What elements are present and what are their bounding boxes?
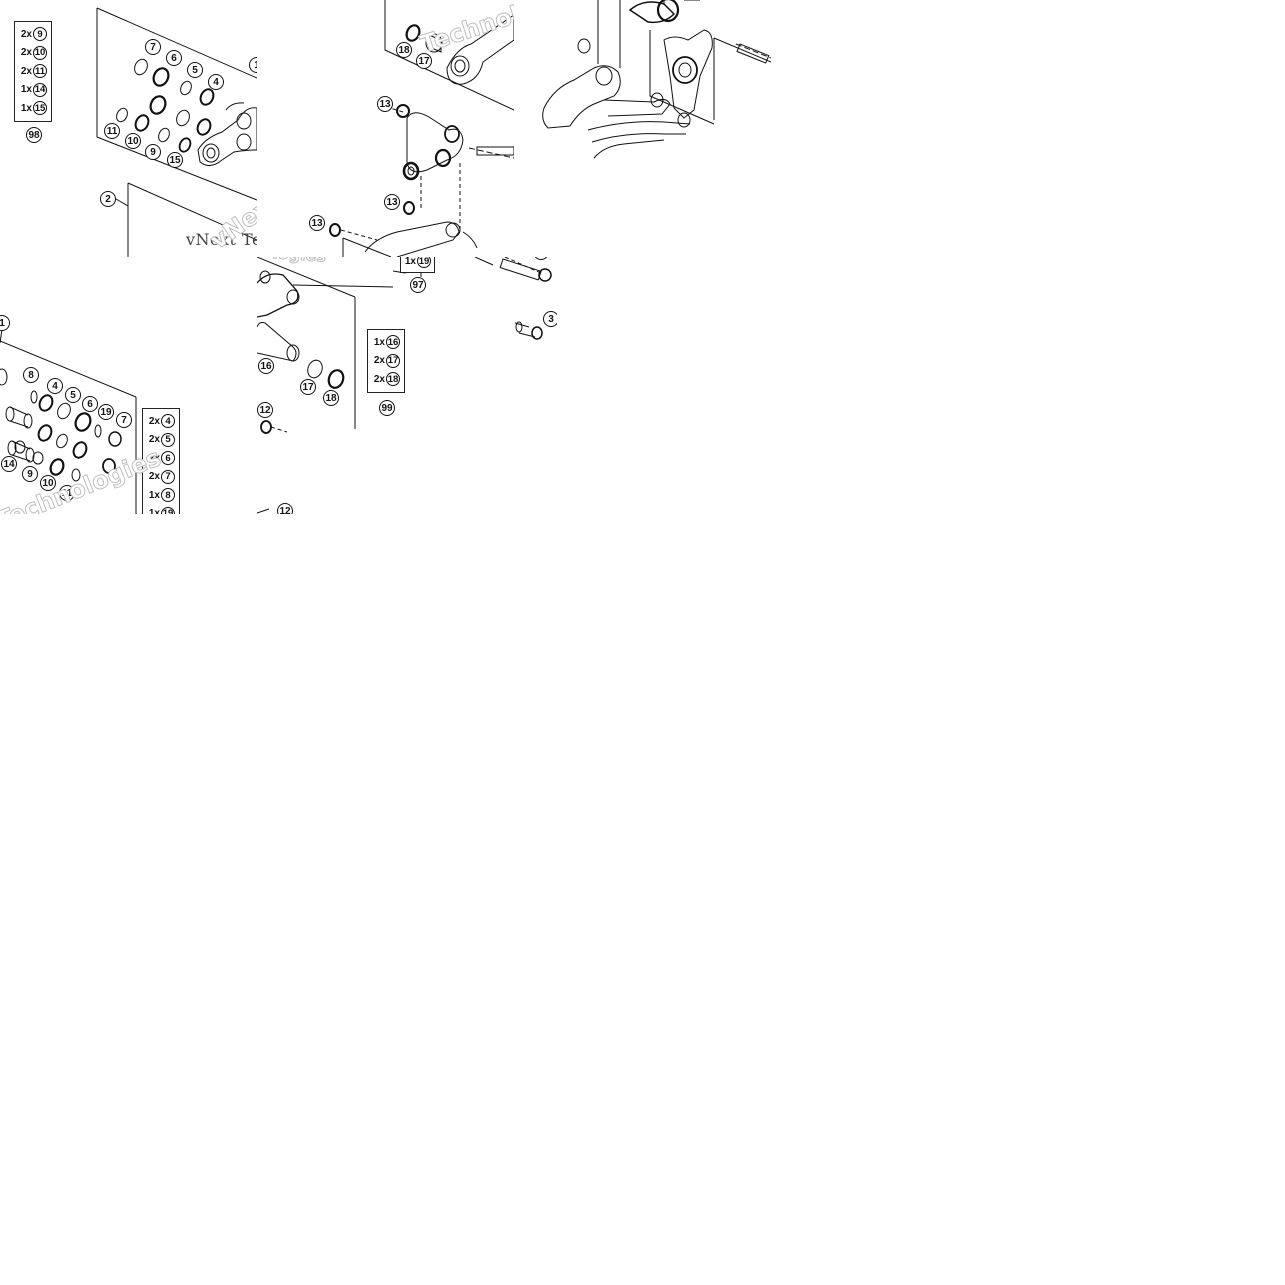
kit-97-number: 97 xyxy=(410,277,426,293)
kit-qty: 2x xyxy=(373,373,385,385)
kit-qty: 1x xyxy=(148,508,160,514)
tile-frame-right xyxy=(514,0,771,257)
kit-qty: 2x xyxy=(20,65,32,77)
kit-qty: 2x xyxy=(148,452,160,464)
part-callout: 4 xyxy=(208,74,224,90)
part-callout: 5 xyxy=(187,62,203,78)
kit-qty: 2x xyxy=(373,355,385,367)
part-callout: 6 xyxy=(82,396,98,412)
part-callout: 19 xyxy=(417,257,431,269)
kit-qty: 2x xyxy=(20,28,32,40)
part-callout: 11 xyxy=(33,64,47,79)
part-callout: 2 xyxy=(100,191,116,207)
kit-qty: 2x xyxy=(148,415,160,427)
kit-qty: 1x xyxy=(373,336,385,348)
part-callout: 8 xyxy=(23,367,39,383)
part-callout: 7 xyxy=(161,469,175,484)
part-callout: 9 xyxy=(22,466,38,482)
kit-qty: 1x xyxy=(20,84,32,96)
kit-qty: 2x xyxy=(148,434,160,446)
bearing-kit-bottom-drawing xyxy=(0,328,137,514)
part-callout: 8 xyxy=(161,488,175,503)
part-callout: 11 xyxy=(104,123,120,139)
kit-qty: 2x xyxy=(20,47,32,59)
axle-kit-drawing xyxy=(257,257,552,514)
part-callout: 14 xyxy=(33,82,47,97)
part-callout: 6 xyxy=(161,451,175,466)
part-callout: 10 xyxy=(125,133,141,149)
part-callout: 17 xyxy=(416,53,432,69)
part-callout: 19 xyxy=(98,404,114,420)
part-callout: 9 xyxy=(145,144,161,160)
watermark-text: vNext Technologies xyxy=(186,230,257,249)
part-callout: 7 xyxy=(116,412,132,428)
part-callout: 18 xyxy=(396,42,412,58)
part-callout: 17 xyxy=(386,353,400,368)
part-callout: 16 xyxy=(386,335,400,350)
part-callout: 16 xyxy=(258,358,274,374)
kit-qty: 2x xyxy=(148,471,160,483)
part-callout: 12 xyxy=(277,503,293,514)
part-callout: 5 xyxy=(161,432,175,447)
part-callout: 13 xyxy=(377,96,393,112)
kit-qty: 1x xyxy=(20,102,32,114)
part-callout: 4 xyxy=(47,378,63,394)
part-callout: 3 xyxy=(543,311,557,327)
part-callout: 13 xyxy=(309,215,325,231)
part-callout: 19 xyxy=(161,506,175,514)
part-callout: 6 xyxy=(166,50,182,66)
part-callout: 4 xyxy=(161,414,175,429)
part-callout: 9 xyxy=(33,27,47,42)
linkage-center-drawing xyxy=(329,0,514,257)
kit-98-number: 98 xyxy=(26,127,42,143)
part-callout: 12 xyxy=(257,402,273,418)
part-callout: 18 xyxy=(386,372,400,387)
part-callout: 15 xyxy=(33,101,47,116)
part-callout: 10 xyxy=(40,475,56,491)
part-callout: 15 xyxy=(167,152,183,168)
part-callout: 5 xyxy=(65,387,81,403)
part-callout: 18 xyxy=(323,390,339,406)
part-callout: 14 xyxy=(1,456,17,472)
bearing-kit-top-drawing xyxy=(96,7,257,257)
kit-qty: 1x xyxy=(148,489,160,501)
frame-right-drawing xyxy=(542,0,771,159)
tile-linkage-center: 18 17 13 13 13 Technolo xyxy=(257,0,514,257)
kit-99-number: 99 xyxy=(379,400,395,416)
kit-qty: 1x xyxy=(404,257,416,267)
part-callout: 7 xyxy=(145,39,161,55)
part-callout: 17 xyxy=(300,379,316,395)
part-callout: 10 xyxy=(33,45,47,60)
part-callout: 11 xyxy=(59,485,75,501)
part-callout: 13 xyxy=(384,194,400,210)
